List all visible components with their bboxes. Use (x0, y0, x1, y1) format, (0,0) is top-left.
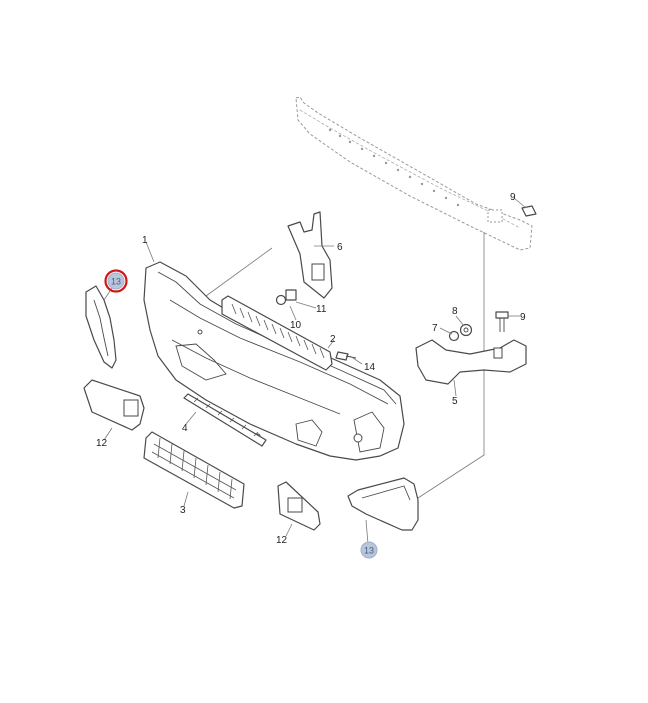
callout-9-upper: 9 (510, 192, 516, 203)
callout-9-lower: 9 (520, 312, 526, 323)
upper-grille (221, 295, 333, 371)
bolt-9-lower (495, 311, 509, 332)
callout-2: 2 (330, 334, 336, 345)
callout-3: 3 (180, 505, 186, 516)
left-corner-cover (85, 285, 117, 369)
callout-12-right: 12 (276, 535, 288, 546)
callout-10: 10 (290, 320, 302, 331)
callout-1: 1 (142, 235, 148, 246)
crossmember-beam (295, 96, 533, 251)
bumper-bracket-arm (415, 339, 527, 385)
callout-13-right[interactable]: 13 (360, 541, 378, 559)
mounting-bracket (287, 211, 333, 299)
right-corner-cover (347, 477, 419, 531)
washer-nut (448, 323, 473, 342)
callout-6: 6 (337, 242, 343, 253)
screw-14 (335, 351, 357, 361)
callout-11: 11 (316, 304, 327, 315)
bolt-9-upper (521, 205, 537, 217)
callout-8: 8 (452, 306, 458, 317)
callout-14: 14 (364, 362, 376, 373)
callout-4: 4 (182, 423, 188, 434)
callout-7: 7 (432, 323, 438, 334)
leader-lines (103, 197, 527, 545)
lower-grille (143, 431, 245, 509)
lower-strip (183, 393, 267, 447)
callout-12-left: 12 (96, 438, 108, 449)
callout-5: 5 (452, 396, 458, 407)
bolt-washer (275, 289, 297, 306)
right-end-cap (277, 481, 321, 531)
callout-13-left-label: 13 (111, 277, 121, 287)
callout-13-highlighted[interactable]: 13 (104, 269, 128, 293)
callout-13-right-label: 13 (364, 546, 374, 556)
left-end-cap (83, 379, 145, 431)
